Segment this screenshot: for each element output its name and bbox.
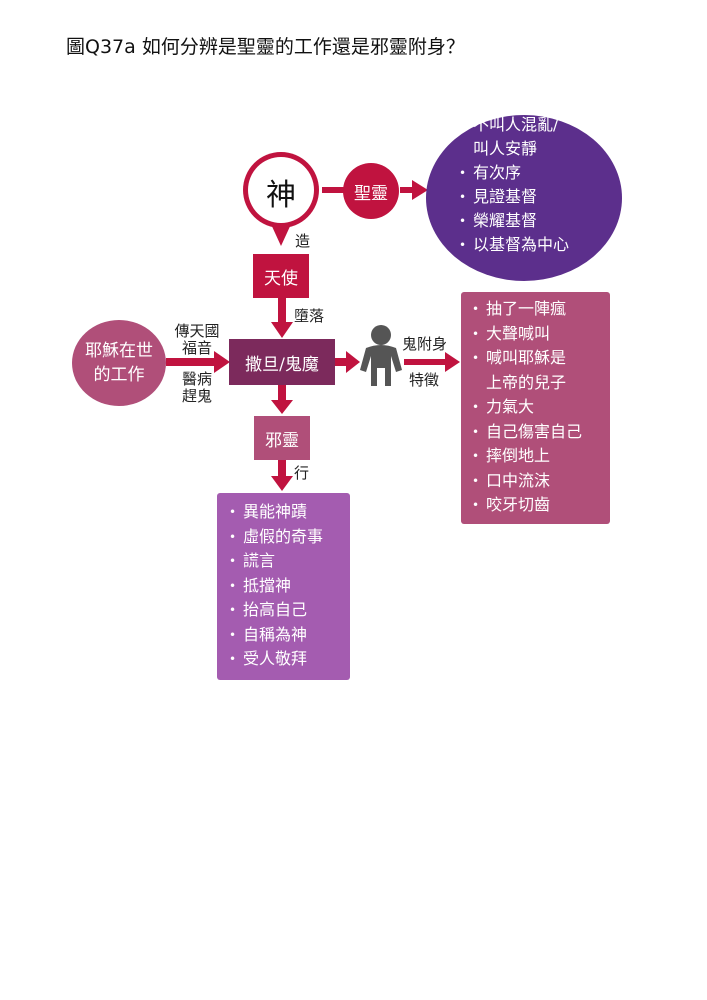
possession-traits-list: 抽了一陣瘋 大聲喊叫 喊叫耶穌是 上帝的兒子 力氣大 自己傷害自己 摔倒地上 口… <box>472 297 582 518</box>
page-title: 圖Q37a 如何分辨是聖靈的工作還是邪靈附身？ <box>66 36 465 58</box>
fall-label: 墮落 <box>294 307 325 325</box>
jesus-action-top-line2: 福音 <box>181 339 212 357</box>
arrowhead-angel-to-satan <box>271 322 293 338</box>
possession-bottom-label: 特徵 <box>409 371 440 389</box>
list-item: 虛假的奇事 <box>229 525 323 550</box>
list-item: 謊言 <box>229 549 323 574</box>
jesus-action-bottom-line2: 趕鬼 <box>181 387 212 405</box>
list-item: 自稱為神 <box>229 623 323 648</box>
evil-spirit-acts-list: 異能神蹟 虛假的奇事 謊言 抵擋神 抬高自己 自稱為神 受人敬拜 <box>229 500 323 672</box>
list-item: 異能神蹟 <box>229 500 323 525</box>
act-label: 行 <box>294 464 310 482</box>
list-item: 摔倒地上 <box>472 444 582 469</box>
satan-node: 撒旦/鬼魔 <box>229 339 335 385</box>
list-item: 喊叫耶穌是 <box>472 346 582 371</box>
jesus-action-top-line1: 傳天國 <box>174 322 220 340</box>
god-label: 神 <box>266 178 296 213</box>
satan-label: 撒旦/鬼魔 <box>245 354 319 375</box>
holy-spirit-label: 聖靈 <box>354 183 388 204</box>
holy-spirit-node: 聖靈 <box>343 163 399 219</box>
angel-node: 天使 <box>253 254 309 298</box>
jesus-action-top: 傳天國 福音 <box>172 323 222 357</box>
possession-top-label: 鬼附身 <box>402 335 448 353</box>
arrowhead-person-to-traits <box>445 352 460 372</box>
list-item: 口中流沫 <box>472 469 582 494</box>
arrowhead-holy-spirit-to-traits <box>412 180 428 200</box>
list-item: 上帝的兒子 <box>486 372 567 392</box>
list-item: 榮耀基督 <box>459 209 569 233</box>
list-item: 力氣大 <box>472 395 582 420</box>
list-item: 咬牙切齒 <box>472 493 582 518</box>
evil-spirit-node: 邪靈 <box>254 416 310 460</box>
jesus-action-bottom: 醫病 趕鬼 <box>172 371 222 405</box>
list-item: 叫人安靜 <box>473 139 538 158</box>
list-item: 見證基督 <box>459 185 569 209</box>
arrowhead-satan-to-person <box>346 351 360 373</box>
arrowhead-jesus-to-satan <box>214 351 230 373</box>
person-icon <box>360 325 402 386</box>
list-item: 有次序 <box>459 161 569 185</box>
list-item: 自己傷害自己 <box>472 420 582 445</box>
arrowhead-satan-to-evil-spirit <box>271 400 293 414</box>
god-bubble <box>243 152 319 246</box>
list-item: 抵擋神 <box>229 574 323 599</box>
angel-label: 天使 <box>264 268 298 289</box>
holy-spirit-traits-list: 不叫人混亂/ 叫人安靜 有次序 見證基督 榮耀基督 以基督為中心 <box>459 113 569 257</box>
list-item: 不叫人混亂/ <box>459 113 569 137</box>
list-item: 大聲喊叫 <box>472 322 582 347</box>
evil-spirit-label: 邪靈 <box>265 430 299 451</box>
list-item: 以基督為中心 <box>459 233 569 257</box>
arrowhead-evil-spirit-to-acts <box>271 476 293 491</box>
jesus-label-line1: 耶穌在世 <box>85 341 153 361</box>
list-item: 抽了一陣瘋 <box>472 297 582 322</box>
jesus-label-line2: 的工作 <box>93 365 145 385</box>
create-label: 造 <box>295 232 311 250</box>
jesus-node: 耶穌在世 的工作 <box>72 320 166 406</box>
list-item: 抬高自己 <box>229 598 323 623</box>
list-item: 受人敬拜 <box>229 647 323 672</box>
jesus-action-bottom-line1: 醫病 <box>181 370 212 388</box>
